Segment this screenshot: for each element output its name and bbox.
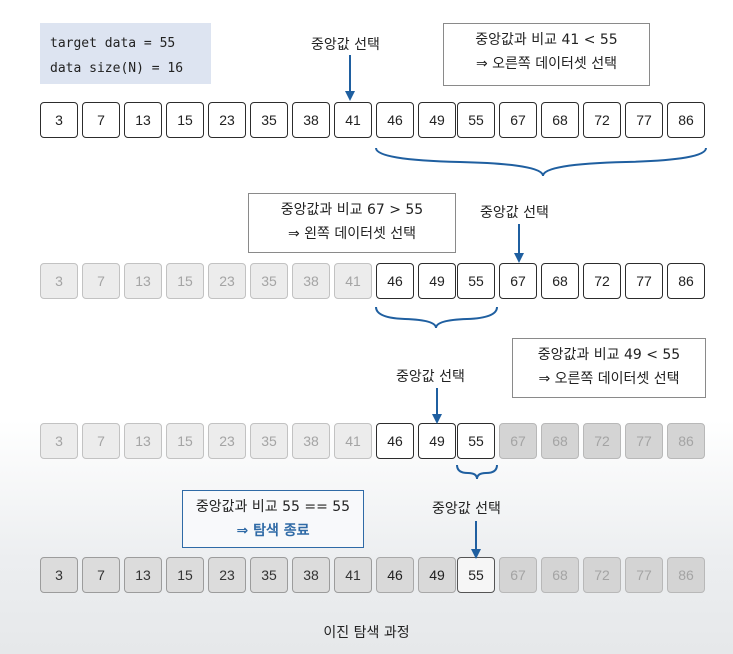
array-cell: 38 [292,423,330,459]
target-info-box: target data = 55 data size(N) = 16 [40,23,211,84]
data-size-text: data size(N) = 16 [50,61,184,76]
array-cell: 35 [250,423,288,459]
array-cell: 3 [40,263,78,299]
step4-select-label: 중앙값 선택 [432,501,501,517]
array-cell: 72 [583,263,621,299]
array-cell: 38 [292,263,330,299]
array-cell: 15 [166,102,204,138]
array-cell: 46 [376,557,414,593]
array-cell: 35 [250,557,288,593]
final-compare-box: 중앙값과 비교 55 == 55 ⇒ 탐색 종료 [182,490,364,548]
array-cell: 7 [82,263,120,299]
step3-select-label: 중앙값 선택 [396,369,465,385]
array-cell: 49 [418,263,456,299]
array-cell: 68 [541,263,579,299]
array-cell: 41 [334,102,372,138]
array-cell: 55 [457,263,495,299]
array-cell: 55 [457,102,495,138]
array-cell: 7 [82,557,120,593]
array-cell: 15 [166,423,204,459]
array-cell: 46 [376,423,414,459]
array-cell: 77 [625,102,663,138]
array-cell: 15 [166,557,204,593]
array-cell: 67 [499,263,537,299]
figure-caption: 이진 탐색 과정 [323,625,410,641]
array-cell: 13 [124,557,162,593]
array-cell: 7 [82,102,120,138]
target-data-text: target data = 55 [50,36,176,51]
array-cell: 68 [541,102,579,138]
step2-compare-line2: ⇒ 왼쪽 데이터셋 선택 [287,226,417,242]
array-cell: 41 [334,557,372,593]
array-cell: 55 [457,557,495,593]
step1-compare-line2: ⇒ 오른쪽 데이터셋 선택 [475,56,617,72]
array-cell: 23 [208,557,246,593]
array-cell: 41 [334,263,372,299]
step2-select-label: 중앙값 선택 [480,205,549,221]
step3-compare-line2: ⇒ 오른쪽 데이터셋 선택 [538,371,680,387]
array-cell: 86 [667,423,705,459]
array-cell: 13 [124,423,162,459]
step2-left-brace [375,306,498,329]
step2-compare-box: 중앙값과 비교 67 > 55 ⇒ 왼쪽 데이터셋 선택 [248,193,456,253]
array-cell: 13 [124,102,162,138]
array-cell: 68 [541,557,579,593]
array-cell: 72 [583,557,621,593]
array-cell: 49 [418,557,456,593]
array-cell: 72 [583,423,621,459]
step1-compare-box: 중앙값과 비교 41 < 55 ⇒ 오른쪽 데이터셋 선택 [443,23,650,86]
array-cell: 86 [667,263,705,299]
array-cell: 13 [124,263,162,299]
step2-compare-line1: 중앙값과 비교 67 > 55 [280,202,424,218]
array-cell: 77 [625,263,663,299]
array-cell: 67 [499,423,537,459]
array-cell: 86 [667,102,705,138]
array-cell: 15 [166,263,204,299]
array-cell: 55 [457,423,495,459]
array-cell: 3 [40,423,78,459]
array-cell: 68 [541,423,579,459]
array-cell: 38 [292,557,330,593]
array-cell: 7 [82,423,120,459]
array-cell: 67 [499,557,537,593]
step1-select-label: 중앙값 선택 [311,37,380,53]
array-cell: 77 [625,423,663,459]
step3-target-brace [456,464,498,480]
step1-compare-line1: 중앙값과 비교 41 < 55 [475,32,618,48]
array-cell: 72 [583,102,621,138]
array-cell: 49 [418,423,456,459]
step3-compare-line1: 중앙값과 비교 49 < 55 [537,347,681,363]
array-cell: 49 [418,102,456,138]
array-cell: 3 [40,557,78,593]
step3-compare-box: 중앙값과 비교 49 < 55 ⇒ 오른쪽 데이터셋 선택 [512,338,706,398]
array-cell: 23 [208,102,246,138]
array-cell: 35 [250,263,288,299]
array-cell: 67 [499,102,537,138]
array-cell: 23 [208,423,246,459]
array-cell: 46 [376,263,414,299]
step1-right-brace [375,147,707,177]
array-cell: 41 [334,423,372,459]
array-cell: 38 [292,102,330,138]
final-compare-line2: ⇒ 탐색 종료 [236,523,310,539]
array-cell: 86 [667,557,705,593]
array-cell: 77 [625,557,663,593]
array-cell: 46 [376,102,414,138]
final-compare-line1: 중앙값과 비교 55 == 55 [195,499,351,515]
array-cell: 23 [208,263,246,299]
array-cell: 35 [250,102,288,138]
array-cell: 3 [40,102,78,138]
